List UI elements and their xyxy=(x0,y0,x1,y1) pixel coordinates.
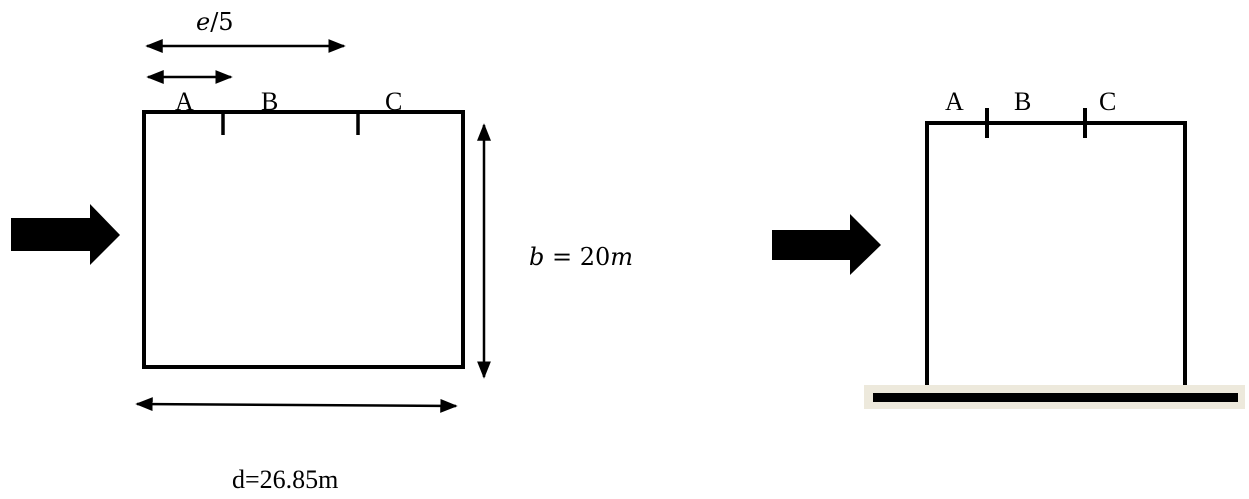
b-dimension-label: b = 20m xyxy=(529,243,633,271)
d-dimension-label: d=26.85m xyxy=(232,465,338,494)
elevation-view: A B C xyxy=(772,87,1245,409)
plan-zone-a-label: A xyxy=(175,87,194,116)
wind-arrow-icon xyxy=(11,204,120,265)
plan-view: e/5 A B C b = 20m d=26.85m xyxy=(11,8,633,494)
wind-arrow-icon xyxy=(772,214,881,275)
e-over-5-label: e/5 xyxy=(196,8,234,36)
elevation-zone-c-label: C xyxy=(1099,87,1116,116)
d-dimension-arrow xyxy=(135,397,458,413)
elevation-zone-b-label: B xyxy=(1014,87,1031,116)
elevation-building-outline xyxy=(925,121,1187,385)
ground-line xyxy=(873,393,1238,402)
plan-zone-b-label: B xyxy=(261,87,278,116)
elevation-zone-a-label: A xyxy=(945,87,964,116)
plan-building-outline xyxy=(142,110,465,369)
plan-zone-c-label: C xyxy=(385,87,402,116)
